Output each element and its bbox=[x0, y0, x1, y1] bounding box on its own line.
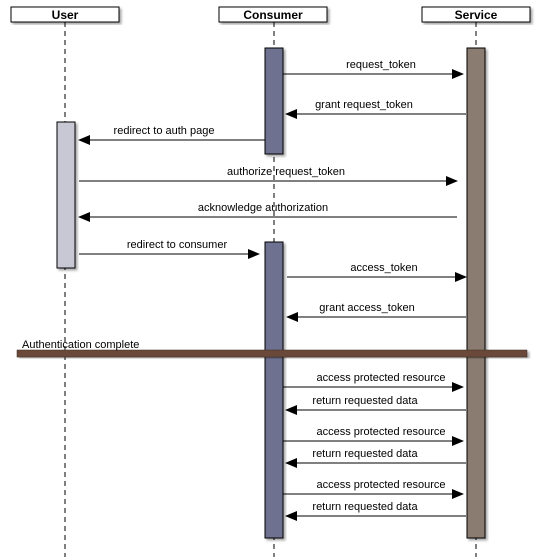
divider-label: Authentication complete bbox=[22, 339, 139, 351]
message-1: request_token bbox=[283, 59, 464, 79]
user-activation bbox=[56, 121, 76, 269]
actor-service: Service bbox=[421, 6, 531, 23]
message-label: request_token bbox=[346, 59, 416, 71]
message-label: access_token bbox=[350, 262, 417, 274]
actor-service-label: Service bbox=[455, 8, 498, 22]
actor-consumer: Consumer bbox=[218, 6, 328, 23]
message-4: authorize request_token bbox=[79, 166, 458, 186]
message-label: acknowledge authorization bbox=[198, 202, 328, 214]
message-10: return requested data bbox=[285, 395, 466, 415]
consumer-activation-1 bbox=[264, 47, 284, 155]
message-13: access protected resource bbox=[283, 479, 464, 499]
message-label: return requested data bbox=[312, 395, 418, 407]
message-label: access protected resource bbox=[316, 479, 445, 491]
actor-user-label: User bbox=[52, 8, 79, 22]
actor-user: User bbox=[10, 6, 120, 23]
message-12: return requested data bbox=[285, 448, 466, 468]
consumer-activation-2 bbox=[264, 241, 284, 539]
message-3: redirect to auth page bbox=[78, 125, 265, 145]
message-6: redirect to consumer bbox=[79, 239, 260, 259]
message-label: access protected resource bbox=[316, 372, 445, 384]
message-label: authorize request_token bbox=[227, 166, 345, 178]
message-14: return requested data bbox=[285, 501, 466, 521]
service-activation bbox=[466, 47, 486, 539]
message-label: grant access_token bbox=[319, 302, 414, 314]
message-label: redirect to consumer bbox=[127, 239, 228, 251]
message-label: access protected resource bbox=[316, 426, 445, 438]
message-8: grant access_token bbox=[286, 302, 466, 322]
message-label: return requested data bbox=[312, 448, 418, 460]
message-7: access_token bbox=[287, 262, 467, 282]
actor-consumer-label: Consumer bbox=[243, 8, 303, 22]
authentication-divider: Authentication complete bbox=[16, 339, 528, 358]
message-label: grant request_token bbox=[315, 99, 413, 111]
message-11: access protected resource bbox=[283, 426, 464, 446]
message-label: redirect to auth page bbox=[114, 125, 215, 137]
message-2: grant request_token bbox=[285, 99, 466, 119]
message-label: return requested data bbox=[312, 501, 418, 513]
message-9: access protected resource bbox=[283, 372, 464, 392]
message-5: acknowledge authorization bbox=[78, 202, 457, 222]
